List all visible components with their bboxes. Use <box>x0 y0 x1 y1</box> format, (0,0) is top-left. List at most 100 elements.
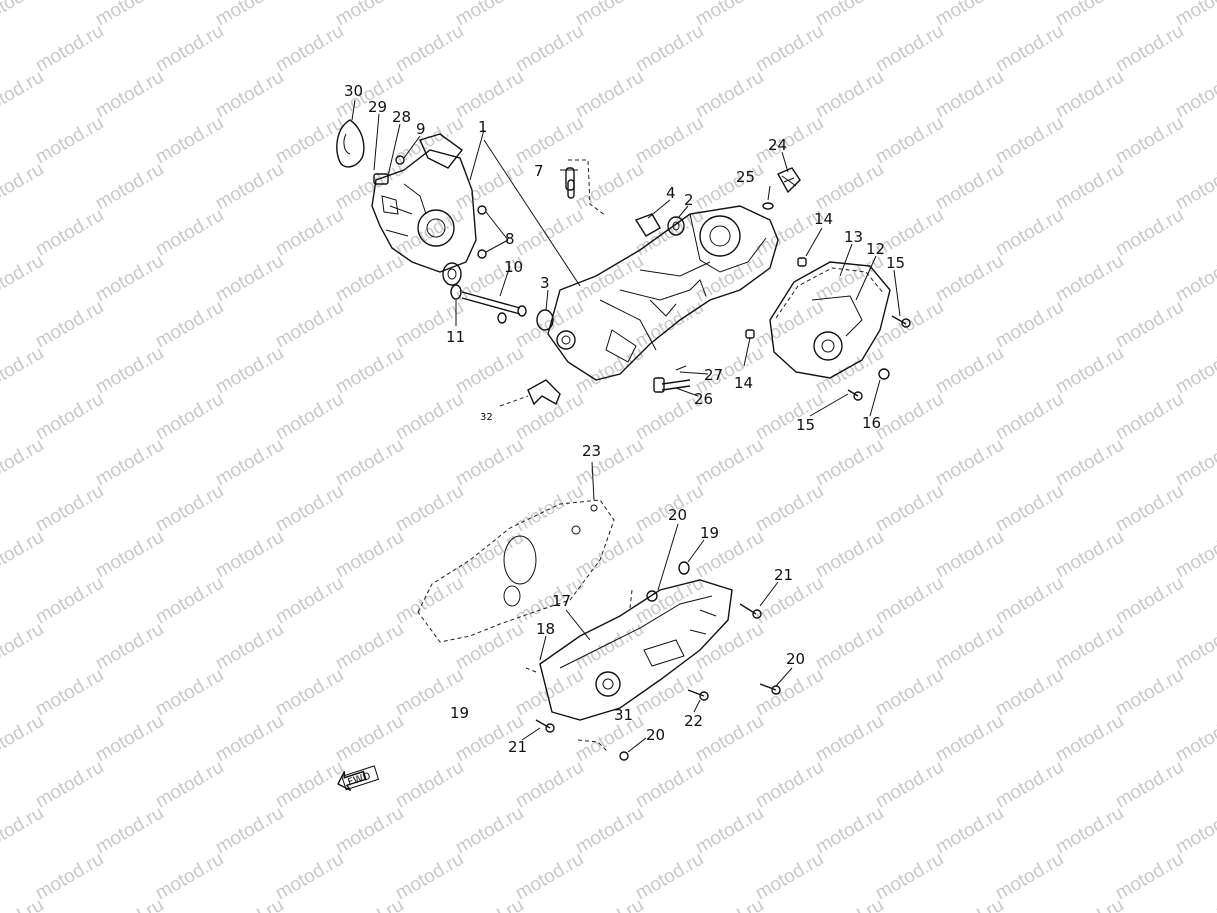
watermark-text: motod.ru <box>392 757 467 813</box>
watermark-text: motod.ru <box>1052 527 1127 583</box>
callout-32: 32 <box>480 412 493 423</box>
callout-19-left: 19 <box>450 704 469 722</box>
watermark-text: motod.ru <box>392 205 467 261</box>
watermark-text: motod.ru <box>1112 665 1187 721</box>
watermark-text: motod.ru <box>812 711 887 767</box>
watermark-text: motod.ru <box>92 803 167 859</box>
watermark-text: motod.ru <box>1172 803 1217 859</box>
watermark-text: motod.ru <box>512 297 587 353</box>
watermark-text: motod.ru <box>872 21 947 77</box>
watermark-text: motod.ru <box>32 389 107 445</box>
watermark-text: motod.ru <box>992 205 1067 261</box>
watermark-text: motod.ru <box>272 113 347 169</box>
callout-20-right: 20 <box>786 650 805 668</box>
watermark-text: motod.ru <box>752 21 827 77</box>
watermark-text: motod.ru <box>92 527 167 583</box>
watermark-text: motod.ru <box>0 67 47 123</box>
watermark-text: motod.ru <box>1052 159 1127 215</box>
watermark-text: motod.ru <box>392 481 467 537</box>
watermark-text: motod.ru <box>152 849 227 905</box>
watermark-text: motod.ru <box>152 205 227 261</box>
watermark-text: motod.ru <box>692 711 767 767</box>
watermark-text: motod.ru <box>452 527 527 583</box>
callout-3: 3 <box>540 274 550 292</box>
watermark-text: motod.ru <box>32 21 107 77</box>
watermark-text: motod.ru <box>932 803 1007 859</box>
watermark-text: motod.ru <box>152 573 227 629</box>
watermark-text: motod.ru <box>692 0 767 30</box>
callout-24: 24 <box>768 136 787 154</box>
watermark-text: motod.ru <box>812 251 887 307</box>
watermark-text: motod.ru <box>1172 895 1217 913</box>
watermark-text: motod.ru <box>752 297 827 353</box>
watermark-text: motod.ru <box>932 251 1007 307</box>
watermark-text: motod.ru <box>272 573 347 629</box>
callout-17: 17 <box>552 592 571 610</box>
drain-plug <box>762 167 801 210</box>
watermark-text: motod.ru <box>932 0 1007 30</box>
watermark-text: motod.ru <box>512 205 587 261</box>
watermark-text: motod.ru <box>92 343 167 399</box>
watermark-text: motod.ru <box>272 205 347 261</box>
watermark-text: motod.ru <box>1112 573 1187 629</box>
watermark-text: motod.ru <box>332 435 407 491</box>
callout-30: 30 <box>344 82 363 100</box>
watermark-text: motod.ru <box>872 389 947 445</box>
watermark-text: motod.ru <box>332 803 407 859</box>
callout-23: 23 <box>582 442 601 460</box>
watermark-text: motod.ru <box>1112 757 1187 813</box>
watermark-text: motod.ru <box>992 481 1067 537</box>
callout-29: 29 <box>368 98 387 116</box>
callout-18: 18 <box>536 620 555 638</box>
watermark-text: motod.ru <box>92 711 167 767</box>
callout-21-left: 21 <box>508 738 527 756</box>
watermark-text: motod.ru <box>0 435 47 491</box>
right-crankcase <box>536 205 779 381</box>
watermark-text: motod.ru <box>932 619 1007 675</box>
watermark-text: motod.ru <box>1052 0 1127 30</box>
watermark-text: motod.ru <box>212 159 287 215</box>
watermark-text: motod.ru <box>452 619 527 675</box>
watermark-text: motod.ru <box>1172 619 1217 675</box>
watermark-text: motod.ru <box>32 573 107 629</box>
watermark-text: motod.ru <box>932 527 1007 583</box>
watermark-text: motod.ru <box>32 849 107 905</box>
watermark-text: motod.ru <box>572 803 647 859</box>
watermark-text: motod.ru <box>692 67 767 123</box>
watermark-text: motod.ru <box>572 159 647 215</box>
watermark-text: motod.ru <box>1052 895 1127 913</box>
watermark-text: motod.ru <box>0 711 47 767</box>
watermark-text: motod.ru <box>512 389 587 445</box>
watermark-text: motod.ru <box>32 205 107 261</box>
watermark-text: motod.ru <box>272 757 347 813</box>
dowel-pins <box>565 159 607 217</box>
watermark-text: motod.ru <box>212 251 287 307</box>
watermark-text: motod.ru <box>992 21 1067 77</box>
watermark-text: motod.ru <box>392 849 467 905</box>
watermark-text: motod.ru <box>212 527 287 583</box>
watermark-text: motod.ru <box>212 711 287 767</box>
watermark-text: motod.ru <box>812 619 887 675</box>
watermark-text: motod.ru <box>452 895 527 913</box>
watermark-text: motod.ru <box>1112 113 1187 169</box>
watermark-text: motod.ru <box>0 343 47 399</box>
watermark-text: motod.ru <box>812 343 887 399</box>
callout-labels: 30 29 28 9 1 7 8 10 11 3 4 2 24 25 14 13… <box>344 82 905 756</box>
watermark-text: motod.ru <box>512 21 587 77</box>
watermark-text: motod.ru <box>452 435 527 491</box>
watermark-text: motod.ru <box>0 803 47 859</box>
callout-25: 25 <box>736 168 755 186</box>
watermark-text: motod.ru <box>332 0 407 30</box>
watermark-text: motod.ru <box>872 665 947 721</box>
watermark-text: motod.ru <box>32 481 107 537</box>
watermark-text: motod.ru <box>332 343 407 399</box>
callout-15-upper: 15 <box>886 254 905 272</box>
callout-16: 16 <box>862 414 881 432</box>
watermark-text: motod.ru <box>152 113 227 169</box>
watermark-text: motod.ru <box>152 481 227 537</box>
watermark-text: motod.ru <box>272 389 347 445</box>
watermark-text: motod.ru <box>992 113 1067 169</box>
watermark-text: motod.ru <box>812 435 887 491</box>
callout-14-lower: 14 <box>734 374 753 392</box>
